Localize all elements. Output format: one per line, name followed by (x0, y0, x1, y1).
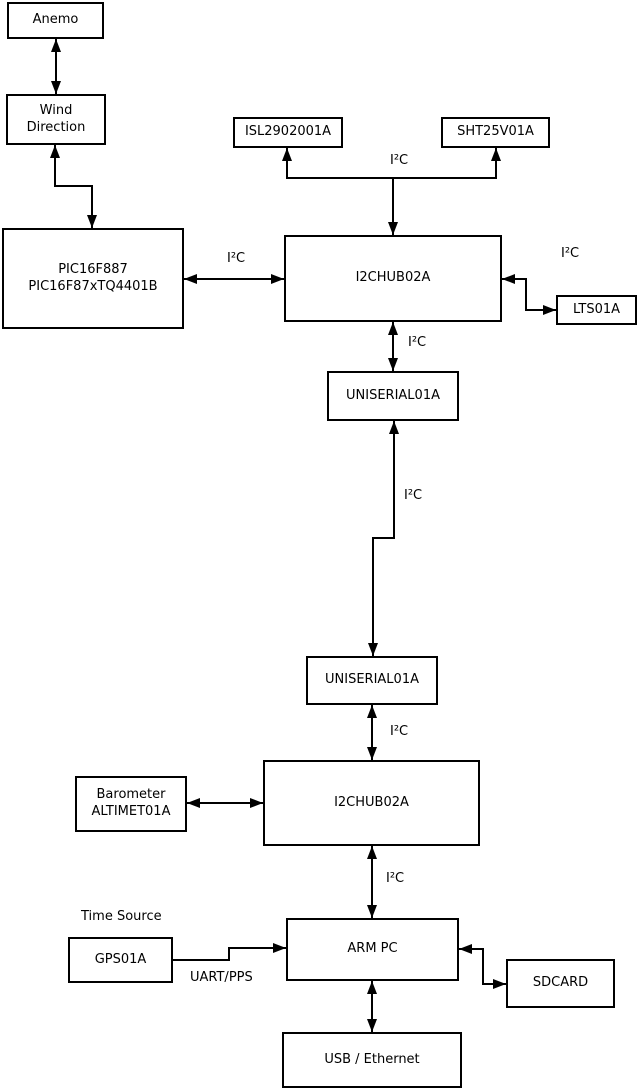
edge-hub1-lts (502, 274, 556, 315)
node-wind-direction: Wind Direction (6, 94, 106, 145)
edge-sensor-bus (282, 148, 501, 179)
label-i2c-uniserial-link: I²C (404, 488, 423, 503)
label-uart-pps: UART/PPS (190, 970, 253, 985)
edge-uni1-uni2 (368, 421, 399, 656)
edge-gps-armpc (173, 943, 286, 961)
node-sht25v01a: SHT25V01A (441, 117, 550, 148)
node-i2chub02a-bottom: I2CHUB02A (263, 760, 480, 846)
node-arm-pc: ARM PC (286, 918, 459, 981)
node-gps01a: GPS01A (68, 937, 173, 983)
edge-armpc-sdcard (459, 944, 506, 989)
node-usb-ethernet: USB / Ethernet (282, 1032, 462, 1088)
edge-wind-pic (50, 145, 97, 228)
node-isl2902001a: ISL2902001A (233, 117, 343, 148)
node-i2chub02a-top: I2CHUB02A (284, 235, 502, 322)
node-uniserial01a-top: UNISERIAL01A (327, 371, 459, 421)
node-sdcard: SDCARD (506, 959, 615, 1008)
node-barometer: Barometer ALTIMET01A (75, 776, 187, 832)
label-i2c-pic-hub: I²C (227, 251, 246, 266)
node-pic16f887: PIC16F887 PIC16F87xTQ4401B (2, 228, 184, 329)
node-lts01a: LTS01A (556, 295, 637, 325)
label-time-source: Time Source (81, 909, 162, 924)
node-anemo: Anemo (7, 2, 104, 39)
label-i2c-hub-uniserial: I²C (408, 335, 427, 350)
node-uniserial01a-bottom: UNISERIAL01A (306, 656, 438, 705)
label-i2c-sensor-bus: I²C (390, 153, 409, 168)
label-i2c-uniserial-hub2: I²C (390, 724, 409, 739)
label-i2c-hub-lts: I²C (561, 246, 580, 261)
label-i2c-hub2-armpc: I²C (386, 871, 405, 886)
